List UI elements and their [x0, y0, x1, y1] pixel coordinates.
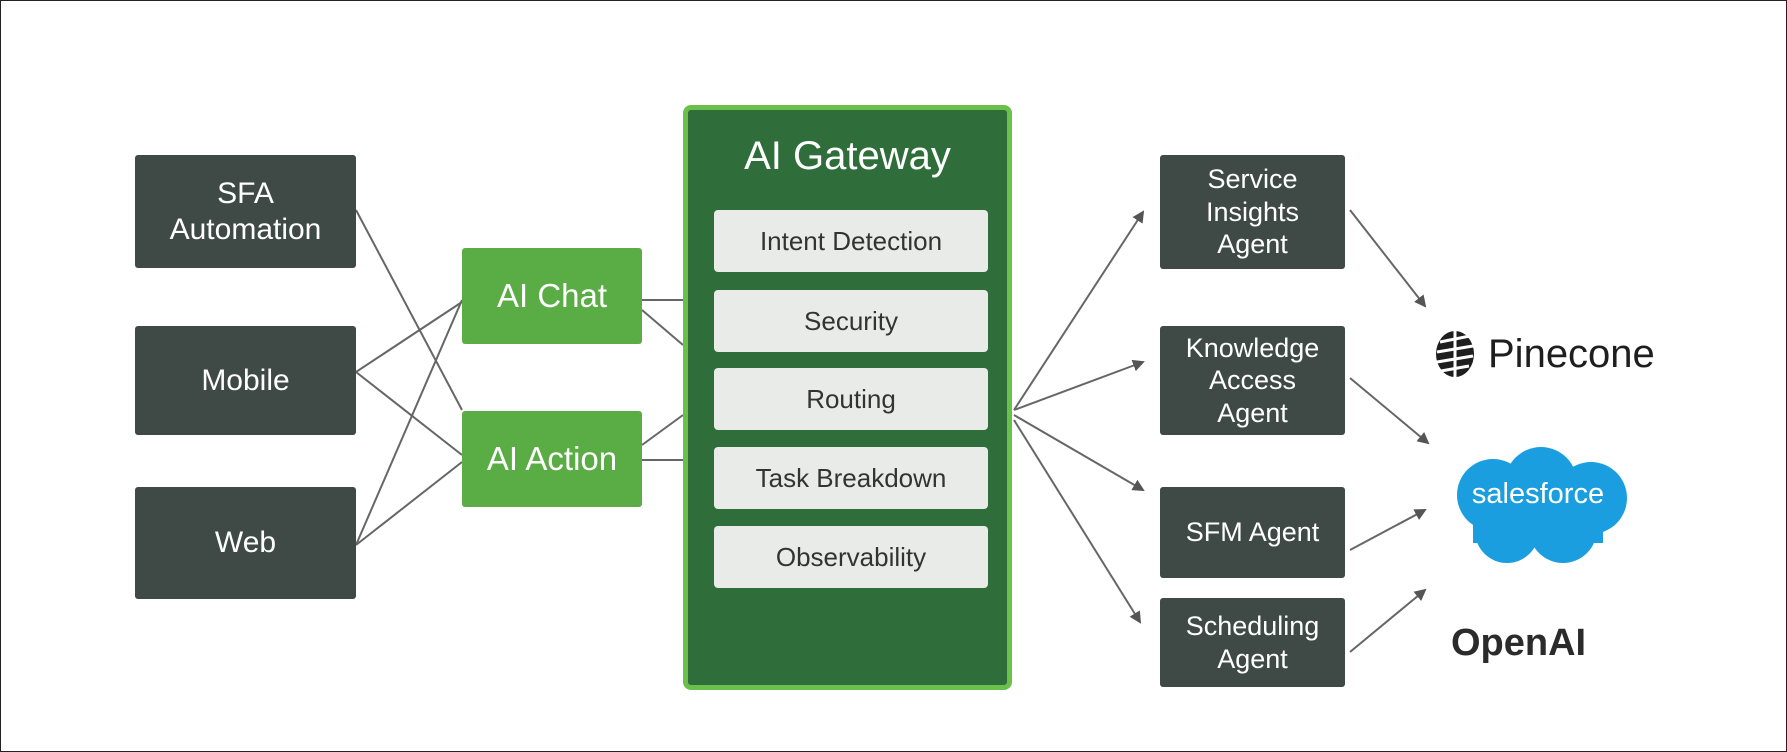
source-web: Web: [135, 487, 356, 599]
salesforce-label: salesforce: [1471, 478, 1605, 510]
arrow-service-to-pinecone: [1349, 209, 1427, 308]
pinecone-label: Pinecone: [1488, 331, 1655, 376]
ai-gateway: AI Gateway Intent Detection Security Rou…: [683, 105, 1012, 690]
agent-sfm: SFM Agent: [1160, 487, 1345, 578]
line-sfa-to-action: [355, 209, 463, 411]
salesforce-cloud-icon: [1457, 447, 1627, 563]
arrow-to-scheduling: [1013, 419, 1142, 624]
step-observability: Observability: [714, 526, 988, 588]
gateway-title: AI Gateway: [744, 134, 951, 178]
step-intent-detection: Intent Detection: [714, 210, 988, 272]
step-routing: Routing: [714, 368, 988, 430]
arrow-to-sfm: [1013, 414, 1145, 492]
line-web-to-action: [355, 461, 463, 546]
line-mobile-to-action: [355, 371, 463, 456]
step-task-breakdown: Task Breakdown: [714, 447, 988, 509]
ai-action-node: AI Action: [462, 411, 642, 507]
line-chat-to-gateway-2: [641, 309, 684, 346]
source-sfa-automation: SFA Automation: [135, 155, 356, 268]
agent-knowledge-access: Knowledge Access Agent: [1160, 326, 1345, 435]
step-security: Security: [714, 290, 988, 352]
pinecone-icon: [1436, 331, 1474, 377]
openai-label: OpenAI: [1451, 622, 1587, 664]
line-mobile-to-chat: [355, 301, 463, 373]
ai-chat-node: AI Chat: [462, 248, 642, 344]
source-mobile: Mobile: [135, 326, 356, 435]
pinecone-logo: Pinecone: [1432, 328, 1655, 380]
agent-service-insights: Service Insights Agent: [1160, 155, 1345, 269]
agent-scheduling: Scheduling Agent: [1160, 598, 1345, 687]
line-action-to-gateway: [641, 414, 684, 446]
arrow-to-service-insights: [1013, 210, 1145, 411]
arrow-scheduling-to-openai: [1349, 588, 1427, 653]
arrow-knowledge-to-salesforce: [1349, 377, 1430, 445]
arrow-to-knowledge-access: [1013, 359, 1145, 411]
arrow-sfm-to-salesforce: [1349, 509, 1427, 551]
line-web-to-chat: [355, 299, 463, 546]
